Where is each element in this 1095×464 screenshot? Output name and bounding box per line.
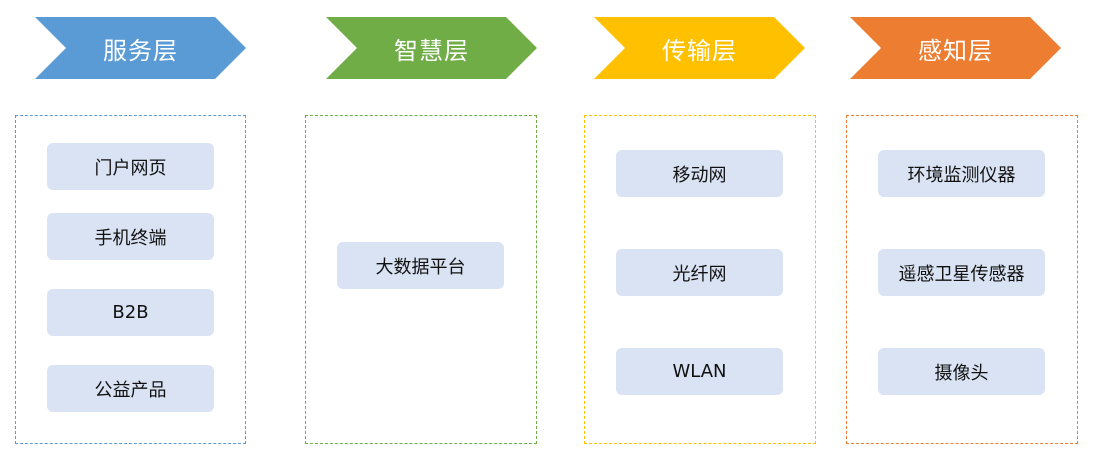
item-environment-monitor: 环境监测仪器 (878, 150, 1045, 197)
arrow-service-layer (35, 17, 246, 79)
item-portal-web: 门户网页 (47, 143, 214, 190)
panel-service: 门户网页 手机终端 B2B 公益产品 (15, 115, 246, 444)
item-public-welfare: 公益产品 (47, 365, 214, 412)
item-remote-sensing-satellite: 遥感卫星传感器 (878, 249, 1045, 296)
arrow-intelligence-layer (326, 17, 537, 79)
item-mobile-terminal: 手机终端 (47, 213, 214, 260)
panel-intelligence: 大数据平台 (305, 115, 537, 444)
arrow-perception-layer (850, 17, 1061, 79)
arrow-transmission-layer (594, 17, 805, 79)
item-big-data-platform: 大数据平台 (337, 242, 504, 289)
item-b2b: B2B (47, 289, 214, 336)
item-fiber-network: 光纤网 (616, 249, 783, 296)
item-camera: 摄像头 (878, 348, 1045, 395)
item-wlan: WLAN (616, 348, 783, 395)
panel-perception: 环境监测仪器 遥感卫星传感器 摄像头 (846, 115, 1078, 444)
panel-transmission: 移动网 光纤网 WLAN (584, 115, 816, 444)
item-mobile-network: 移动网 (616, 150, 783, 197)
